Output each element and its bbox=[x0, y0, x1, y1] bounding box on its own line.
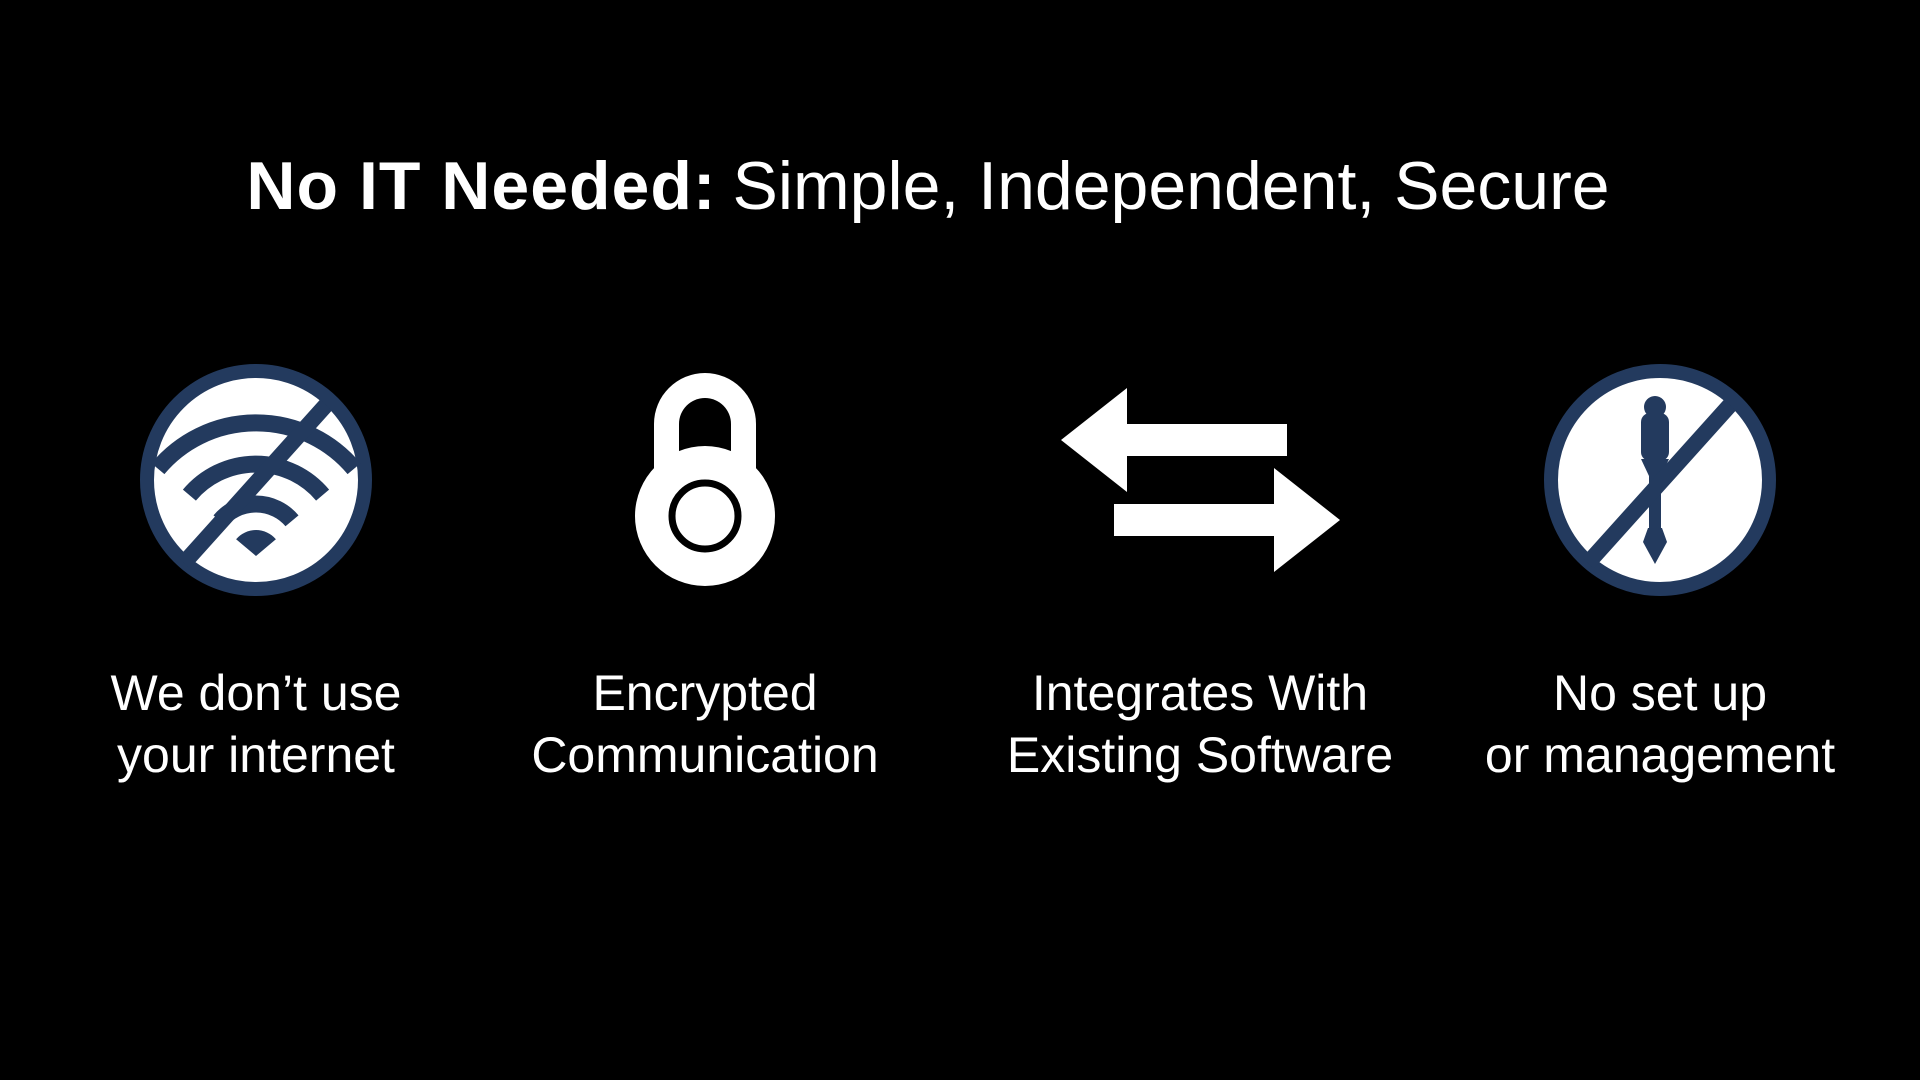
feature-caption: Integrates With Existing Software bbox=[1007, 662, 1393, 786]
caption-line-2: or management bbox=[1484, 727, 1836, 783]
title-rest: Simple, Independent, Secure bbox=[732, 148, 1610, 224]
caption-line-1: Integrates With bbox=[1031, 665, 1369, 721]
feature-integration: Integrates With Existing Software bbox=[980, 360, 1420, 786]
lock-dial-ring bbox=[668, 479, 741, 553]
wifi-dot bbox=[236, 530, 276, 556]
padlock-icon bbox=[634, 373, 775, 586]
feature-caption: We don’t use your internet bbox=[111, 662, 402, 786]
transfer-arrows-icon bbox=[1060, 388, 1340, 572]
no-setup-icon bbox=[1544, 364, 1776, 596]
arrow-left bbox=[1060, 388, 1287, 492]
prohibition-slash bbox=[1582, 399, 1736, 569]
caption-line-2: Existing Software bbox=[1006, 727, 1394, 783]
feature-icon-box bbox=[485, 360, 925, 600]
feature-icon-box bbox=[980, 360, 1420, 600]
feature-encryption: Encrypted Communication bbox=[485, 360, 925, 786]
caption-line-2: your internet bbox=[117, 727, 395, 783]
lock-body bbox=[634, 446, 775, 586]
feature-icon-box bbox=[1440, 360, 1880, 600]
arrow-right bbox=[1113, 468, 1340, 572]
caption-line-1: Encrypted bbox=[592, 665, 818, 721]
page-title: No IT Needed:Simple, Independent, Secure bbox=[0, 150, 1856, 222]
prohibition-slash bbox=[178, 399, 332, 569]
feature-no-internet: We don’t use your internet bbox=[36, 360, 476, 786]
feature-caption: No set up or management bbox=[1485, 662, 1835, 786]
caption-line-1: No set up bbox=[1552, 665, 1767, 721]
feature-caption: Encrypted Communication bbox=[531, 662, 878, 786]
feature-no-setup: No set up or management bbox=[1440, 360, 1880, 786]
caption-line-1: We don’t use bbox=[110, 665, 402, 721]
title-emphasis: No IT Needed: bbox=[246, 148, 717, 224]
feature-icon-box bbox=[36, 360, 476, 600]
caption-line-2: Communication bbox=[531, 727, 879, 783]
no-wifi-icon bbox=[140, 364, 372, 596]
